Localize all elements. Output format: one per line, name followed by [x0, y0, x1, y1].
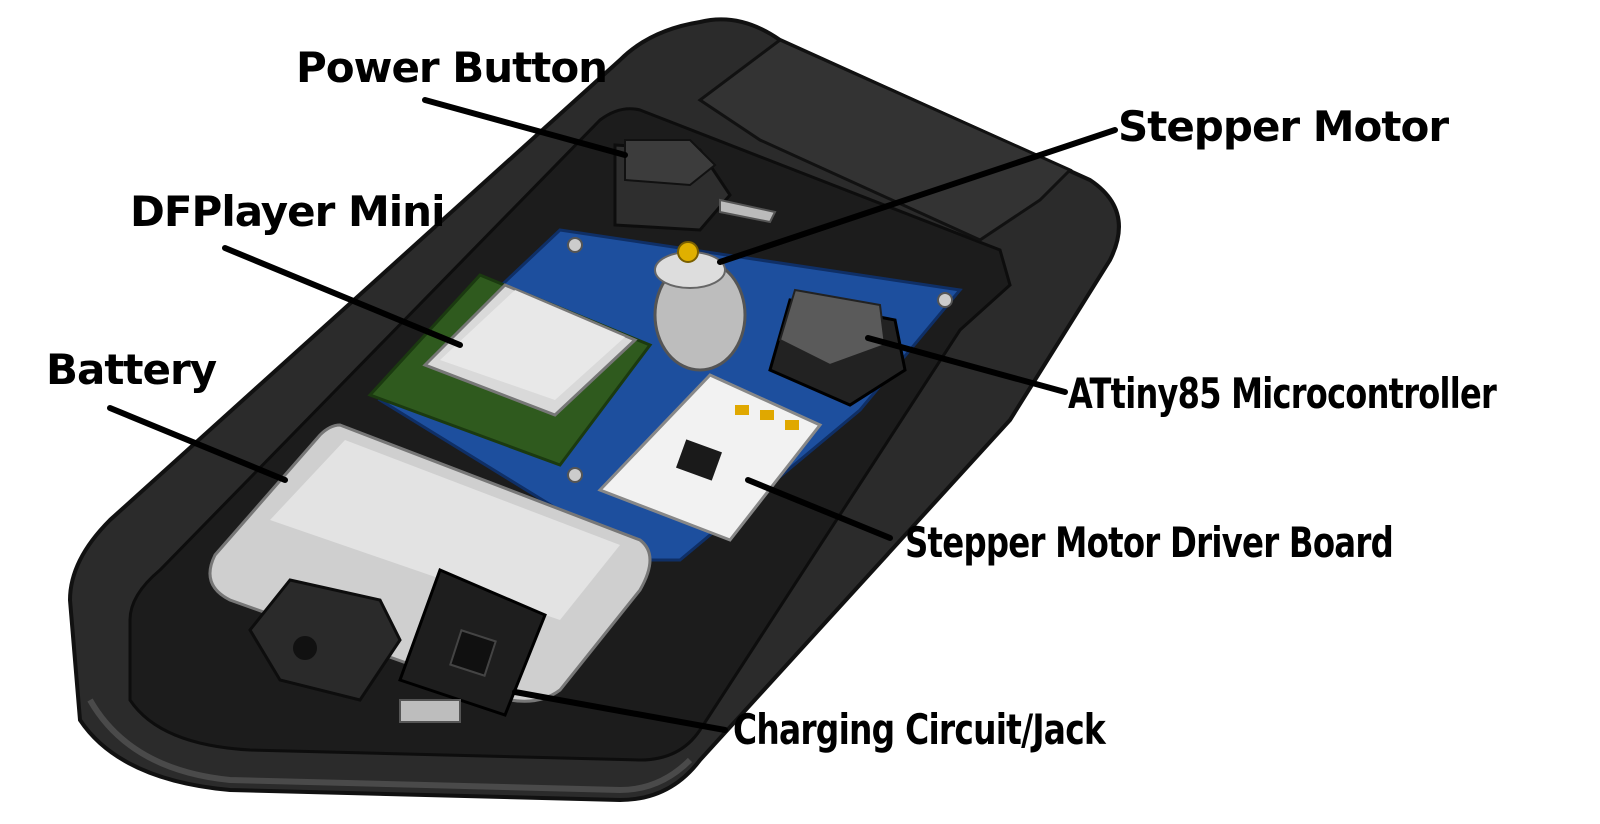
attiny85-chip [778, 288, 887, 367]
charging-jack [399, 699, 461, 723]
battery-clip [248, 578, 402, 702]
enclosure-rim [87, 698, 693, 794]
stepper-driver-ic [676, 439, 722, 481]
power-button-cap [624, 139, 717, 187]
battery-part [208, 423, 652, 703]
charging-circuit-part [398, 567, 547, 723]
label-stepper-driver: Stepper Motor Driver Board [905, 518, 1393, 567]
dfplayer-shield-top [440, 290, 625, 400]
label-attiny85: ATtiny85 Microcontroller [1068, 369, 1497, 418]
leader-power-button [422, 97, 628, 158]
leader-stepper-driver [745, 477, 893, 541]
stepper-driver-cap [760, 410, 774, 420]
battery-highlight [270, 440, 620, 620]
leader-dfplayer-mini [222, 245, 463, 348]
leader-charging-circuit [512, 689, 728, 733]
stepper-driver-cap [785, 420, 799, 430]
charging-ic [449, 629, 497, 677]
pcb-screw-hole [567, 467, 583, 483]
label-power-button: Power Button [296, 43, 607, 92]
label-charging-circuit: Charging Circuit/Jack [733, 705, 1107, 754]
attiny85-part [768, 288, 907, 407]
stepper-motor-part [653, 241, 747, 372]
enclosure-back-wall [697, 38, 1073, 242]
stepper-driver-part [597, 373, 823, 542]
battery-clip-hole [293, 636, 317, 660]
stepper-motor-gear [677, 241, 699, 263]
power-button-part [613, 139, 777, 232]
label-battery: Battery [46, 345, 217, 394]
label-dfplayer-mini: DFPlayer Mini [130, 187, 444, 236]
pcb-screw-hole [567, 237, 583, 253]
leader-attiny85 [865, 335, 1068, 395]
label-stepper-motor: Stepper Motor [1118, 102, 1449, 151]
stepper-driver-cap [735, 405, 749, 415]
pcb-screw-hole [937, 292, 953, 308]
leader-battery [107, 405, 288, 483]
leader-stepper-motor [717, 127, 1118, 265]
power-button-tab [719, 198, 777, 224]
